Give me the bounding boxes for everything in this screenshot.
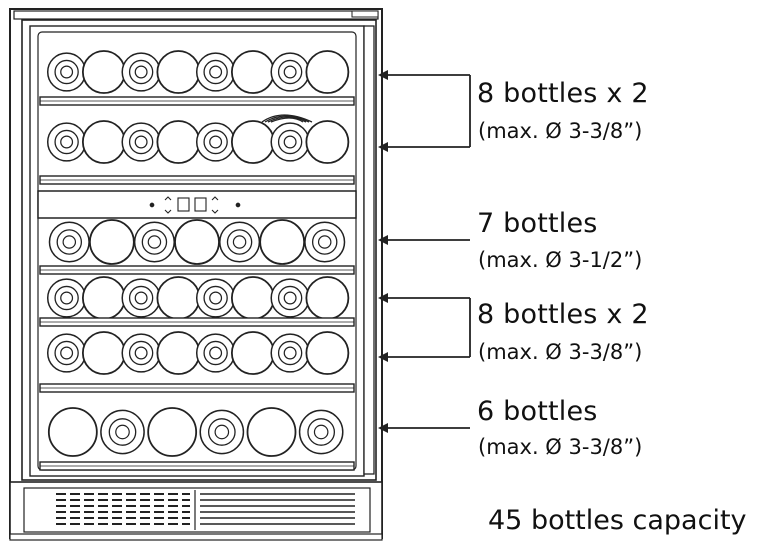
bottle-cap — [313, 424, 329, 440]
bottle-base — [305, 120, 350, 164]
control-buttons — [149, 196, 241, 214]
bottle-base — [156, 331, 201, 375]
label-group-1-main: 8 bottles x 2 — [477, 78, 649, 109]
bottle-cap — [115, 424, 130, 440]
cabinet-top-strip — [13, 10, 379, 20]
bottle-cap — [62, 235, 77, 249]
door-handle — [363, 25, 375, 475]
shelves-group — [39, 50, 355, 471]
bottle-cap — [283, 65, 297, 79]
bottle-cap — [283, 346, 297, 360]
callout-arrows — [378, 70, 471, 433]
bottle-base — [81, 120, 126, 164]
total-capacity-label: 45 bottles capacity — [488, 505, 747, 536]
bottle-cap — [317, 235, 332, 249]
label-group-2-sub: (max. Ø 3-1/2”) — [478, 248, 643, 272]
top-latch — [351, 10, 379, 18]
kick-foot — [9, 533, 383, 541]
bottle-base — [156, 276, 201, 320]
bottle-cap — [147, 235, 162, 249]
bottle-base — [259, 219, 306, 265]
fan-coil-arc — [270, 117, 304, 123]
arrow-shelf-2-head — [378, 142, 388, 152]
fan-coil-arc — [261, 114, 313, 123]
control-panel — [37, 190, 357, 219]
fan-coil-arc — [267, 116, 307, 123]
bottle-cap — [60, 135, 74, 149]
label-group-3-main: 8 bottles x 2 — [477, 299, 649, 330]
bottle-base — [230, 50, 275, 94]
bottle-base — [174, 219, 220, 265]
bottle-cap — [209, 135, 223, 149]
bottle-cap — [283, 135, 297, 149]
arrow-shelf-3-head — [378, 235, 388, 245]
shelf-2 — [39, 120, 355, 185]
label-group-4-sub: (max. Ø 3-3/8”) — [478, 435, 643, 459]
bottle-cap — [134, 65, 148, 79]
bottle-cap — [209, 346, 223, 360]
bottle-base — [147, 407, 198, 457]
bottle-cap — [134, 291, 148, 305]
bottle-cap — [134, 346, 148, 360]
bottle-cap — [134, 135, 148, 149]
arrow-shelf-6-head — [378, 423, 388, 433]
label-group-3-sub: (max. Ø 3-3/8”) — [478, 340, 643, 364]
bottle-cap — [60, 291, 74, 305]
label-group-1-sub: (max. Ø 3-3/8”) — [478, 119, 643, 143]
bottle-cap — [209, 65, 223, 79]
shelf-3 — [39, 219, 355, 275]
bottle-base — [156, 50, 201, 94]
bottle-base — [81, 276, 126, 320]
shelf-5 — [39, 331, 355, 393]
door-frame-outer — [21, 19, 377, 481]
arrow-shelf-4-head — [378, 293, 388, 303]
bottle-cap — [283, 291, 297, 305]
bottle-base — [156, 120, 201, 164]
bottle-base — [47, 407, 98, 457]
label-group-4-main: 6 bottles — [477, 396, 598, 427]
shelf-6 — [39, 407, 355, 471]
vent-panel — [23, 487, 371, 533]
bottle-cap — [232, 235, 247, 249]
bottle-cap — [214, 424, 230, 440]
shelf-1 — [39, 50, 355, 106]
bottle-base — [81, 331, 126, 375]
bottle-base — [305, 331, 350, 375]
bottle-base — [305, 50, 350, 94]
vent-grille — [56, 490, 355, 530]
bottle-base — [230, 331, 275, 375]
arrow-shelf-1-head — [378, 70, 388, 80]
arrow-shelf-5-head — [378, 352, 388, 362]
bottle-cap — [209, 291, 223, 305]
label-group-2-main: 7 bottles — [477, 208, 598, 239]
bottle-base — [230, 120, 275, 164]
bottle-base — [246, 407, 297, 457]
rear-fan — [261, 114, 313, 123]
bottle-base — [230, 276, 275, 320]
bottle-cap — [60, 346, 74, 360]
bottle-base — [81, 50, 126, 94]
bottle-base — [88, 219, 135, 265]
bottle-base — [305, 276, 350, 320]
fan-coil-arc — [264, 115, 310, 123]
bottle-cap — [60, 65, 74, 79]
shelf-4 — [39, 276, 355, 327]
